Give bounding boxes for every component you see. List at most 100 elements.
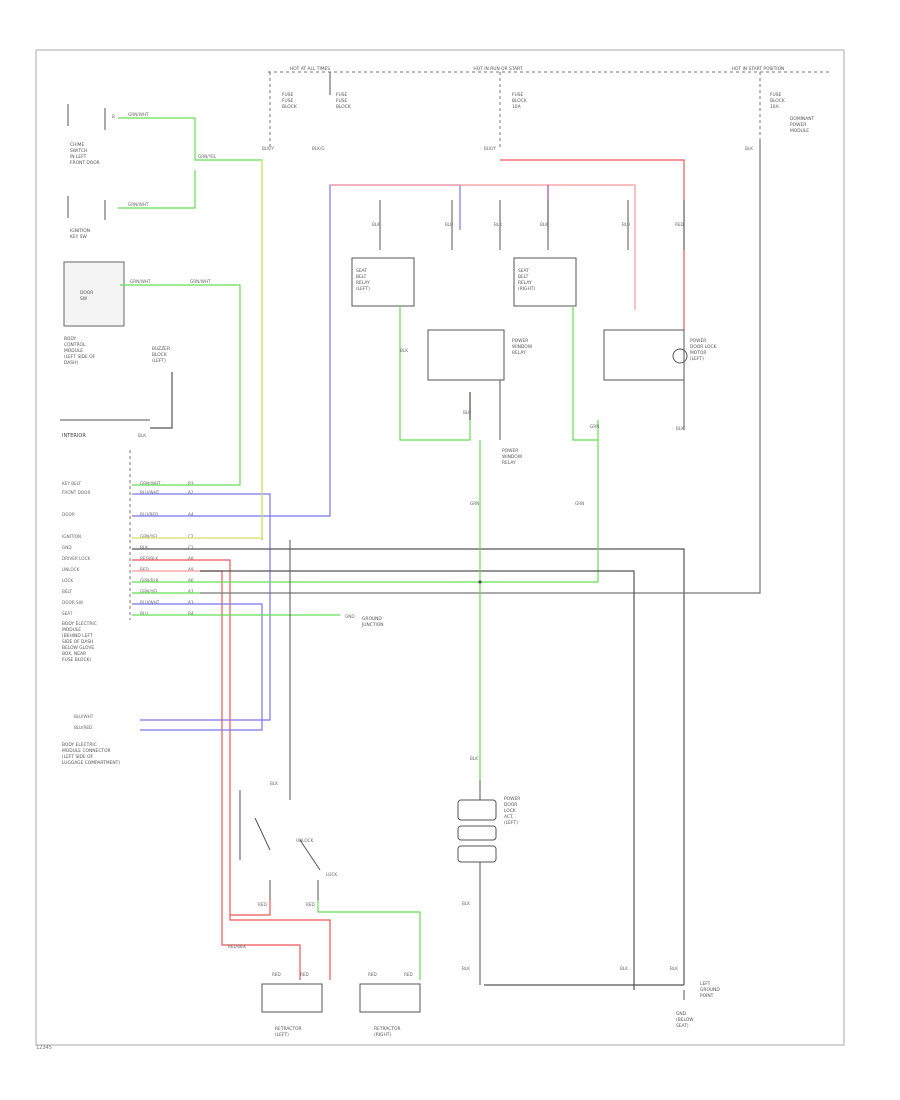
module-box — [603, 329, 685, 381]
seat-belt-sw-label: ACT. — [504, 814, 514, 820]
wire-label: RED — [258, 902, 267, 907]
wire-label: BLK — [745, 146, 753, 151]
retractor-left-label: RETRACTOR — [275, 1026, 302, 1032]
wire-label: BLK/G — [312, 146, 325, 151]
buzzer-label: BUZZER — [152, 346, 170, 352]
relay-label-left: (LEFT) — [356, 286, 370, 292]
wire-buzzer-black — [150, 372, 173, 429]
module-pin-wire: BLU — [140, 611, 148, 616]
ground-bottom-label: SEAT) — [676, 1023, 689, 1029]
wire-label: GRN — [575, 501, 584, 506]
body-ecu-label: (LEFT SIDE OF — [64, 354, 96, 360]
diagram-frame — [35, 49, 845, 1046]
module-pin-label: DRIVER LOCK — [62, 556, 91, 561]
wire-label: BLK/Y — [262, 146, 274, 151]
lock-red-out — [230, 900, 271, 916]
chime-switch-label: CHIME — [70, 142, 84, 148]
seat-belt-sw-top — [457, 799, 497, 821]
wire-label: BLK — [676, 426, 684, 431]
fuse-label-right: BLOCK — [770, 98, 785, 104]
wire-label: BLK — [372, 222, 380, 227]
fuse-label-mid: FUSE — [336, 92, 348, 98]
unlock-label: UNLOCK — [296, 838, 314, 843]
wire-label: GRN — [470, 501, 479, 506]
wire-red-top — [500, 159, 685, 330]
wire-label: BLK — [400, 348, 408, 353]
power-window-relay-label: WINDOW — [512, 344, 533, 350]
wire-label-chime: GRN/WHT — [128, 112, 149, 117]
lower-note: MODULE CONNECTOR — [62, 748, 111, 754]
fuse-label-center: BLOCK — [512, 98, 527, 104]
body-module-label: SIDE OF DASH — [62, 639, 93, 645]
module-pin-number: C1 — [188, 545, 194, 550]
wire-label: BLK — [462, 901, 470, 906]
body-ecu-label: CONTROL — [64, 342, 86, 348]
module-right-label: POWER — [690, 338, 706, 344]
retractor-pin-label: RED — [404, 972, 413, 977]
wire-label: BLK — [670, 966, 678, 971]
wire-label: BLU — [445, 222, 453, 227]
module-pin-label: LOCK — [62, 578, 73, 583]
fuse-label-center: 10A — [512, 104, 521, 110]
lock-sw-arm-2 — [299, 839, 321, 871]
connector-note-2: BLU/RED — [74, 725, 92, 730]
key-switch-label: IGNITION — [70, 228, 90, 234]
fuse-label-left: FUSE — [282, 98, 294, 104]
body-module-label: BOX, NEAR — [62, 651, 86, 657]
retractor-left-label: (LEFT) — [275, 1032, 289, 1038]
module-pin-label: IGNITION — [62, 534, 81, 539]
module-pin-wire: BLU/WHT — [140, 490, 160, 495]
module-right-label: DOOR LOCK — [690, 344, 717, 350]
module-pin-wire: GRN/BLK — [140, 578, 159, 583]
wire-label: GRN — [590, 424, 599, 429]
module-pin-wire: BLK — [140, 545, 148, 550]
wire-label-key: GRN/WHT — [128, 202, 149, 207]
module-header: INTERIOR — [62, 433, 86, 439]
relay-label-right: (RIGHT) — [518, 286, 535, 292]
module-pin-number: A3 — [188, 600, 194, 605]
retractor-right-label: (RIGHT) — [374, 1032, 391, 1038]
wire-label-chime-2: GRN/YEL — [198, 154, 217, 159]
fuse-label-mid: BLOCK — [336, 104, 351, 110]
fuse-label-mid: FUSE — [336, 98, 348, 104]
relay-caption: RELAY — [502, 460, 516, 466]
module-pin-label: DOOR — [62, 512, 75, 517]
page-number: 12345 — [36, 1045, 52, 1051]
module-pin-number: B3 — [188, 481, 194, 486]
wire-label: BLK — [270, 781, 278, 786]
left-ground-label: GROUND — [700, 987, 720, 993]
splice-dot — [478, 580, 482, 584]
wire-yellow — [200, 160, 263, 539]
fuse-label-left: BLOCK — [282, 104, 297, 110]
connector-note-1: BLU/WHT — [74, 714, 94, 719]
wire-label-gnd: GND — [345, 614, 355, 619]
door-switch-label: DOOR — [80, 290, 93, 296]
lower-note: (LEFT SIDE OF — [62, 754, 94, 760]
lower-note: LUGGAGE COMPARTMENT) — [62, 760, 120, 766]
relay-box-left — [351, 257, 415, 307]
ground-junction-label: JUNCTION — [361, 622, 384, 628]
wire-red-2 — [200, 570, 301, 980]
wire-red-1 — [200, 559, 331, 980]
chime-switch-label: IN LEFT — [70, 154, 87, 160]
ground-bottom-label: GND — [676, 1011, 687, 1017]
ground-junction-label: GROUND — [362, 616, 382, 622]
power-label-start: HOT IN START POSITION — [732, 66, 785, 72]
module-pin-number: A2 — [188, 490, 194, 495]
fuse-label-right: FUSE — [770, 92, 782, 98]
chime-switch-label: SWITCH — [70, 148, 87, 154]
retractor-right-label: RETRACTOR — [374, 1026, 401, 1032]
door-switch-label: SW — [80, 296, 88, 302]
seat-belt-sw-mid — [457, 825, 497, 841]
power-window-relay-label: POWER — [512, 338, 528, 344]
wire-blue-3 — [140, 603, 263, 731]
right-module-label: DOMINANT — [790, 116, 814, 122]
buzzer-label: BLOCK — [152, 352, 167, 358]
wire-label: RED — [306, 902, 315, 907]
power-label-hot-at-all-times: HOT AT ALL TIMES — [290, 66, 330, 72]
wire-door-green — [120, 284, 241, 486]
module-pin-number: A6 — [188, 578, 194, 583]
module-pin-wire: GRN/YEL — [140, 589, 159, 594]
module-lamp — [672, 348, 688, 364]
body-module-label: (BEHIND LEFT — [62, 633, 93, 639]
